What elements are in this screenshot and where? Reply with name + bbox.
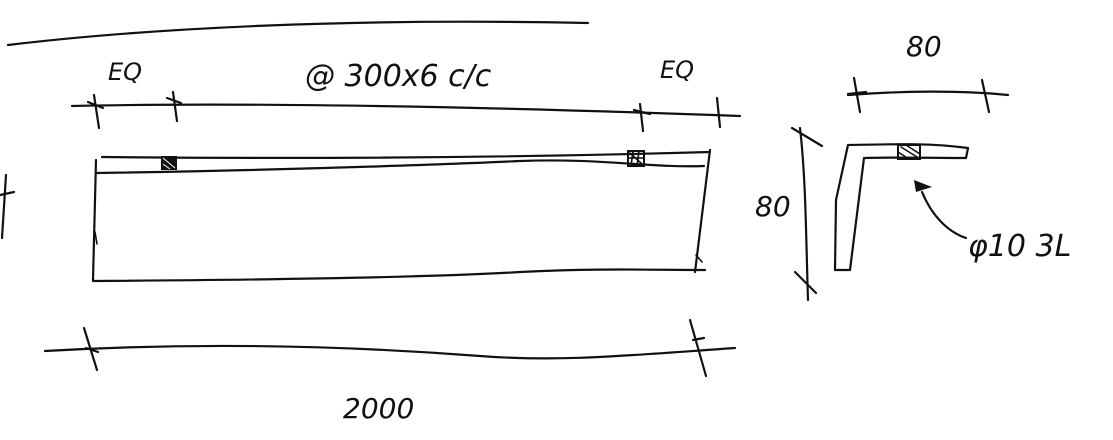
bar-label: φ10 3L bbox=[968, 229, 1071, 264]
top-stray-stroke bbox=[6, 20, 590, 47]
bar-callout bbox=[914, 180, 968, 240]
section-width-dimension bbox=[846, 76, 1010, 114]
eq-right-label: EQ bbox=[660, 56, 694, 84]
left-margin-mark bbox=[0, 173, 16, 240]
member-elevation bbox=[91, 148, 712, 283]
section-width-label: 80 bbox=[906, 30, 942, 63]
bar-marker-right bbox=[627, 150, 645, 167]
spacing-dimension-line bbox=[70, 90, 742, 133]
overall-length-label: 2000 bbox=[343, 392, 414, 425]
bar-marker-left bbox=[161, 156, 177, 170]
section-height-dimension bbox=[790, 126, 824, 302]
eq-left-label: EQ bbox=[108, 58, 142, 86]
angle-section bbox=[833, 143, 970, 272]
spacing-label: @ 300x6 c/c bbox=[305, 59, 492, 94]
section-height-label: 80 bbox=[755, 190, 791, 223]
overall-dimension-line bbox=[43, 318, 737, 378]
